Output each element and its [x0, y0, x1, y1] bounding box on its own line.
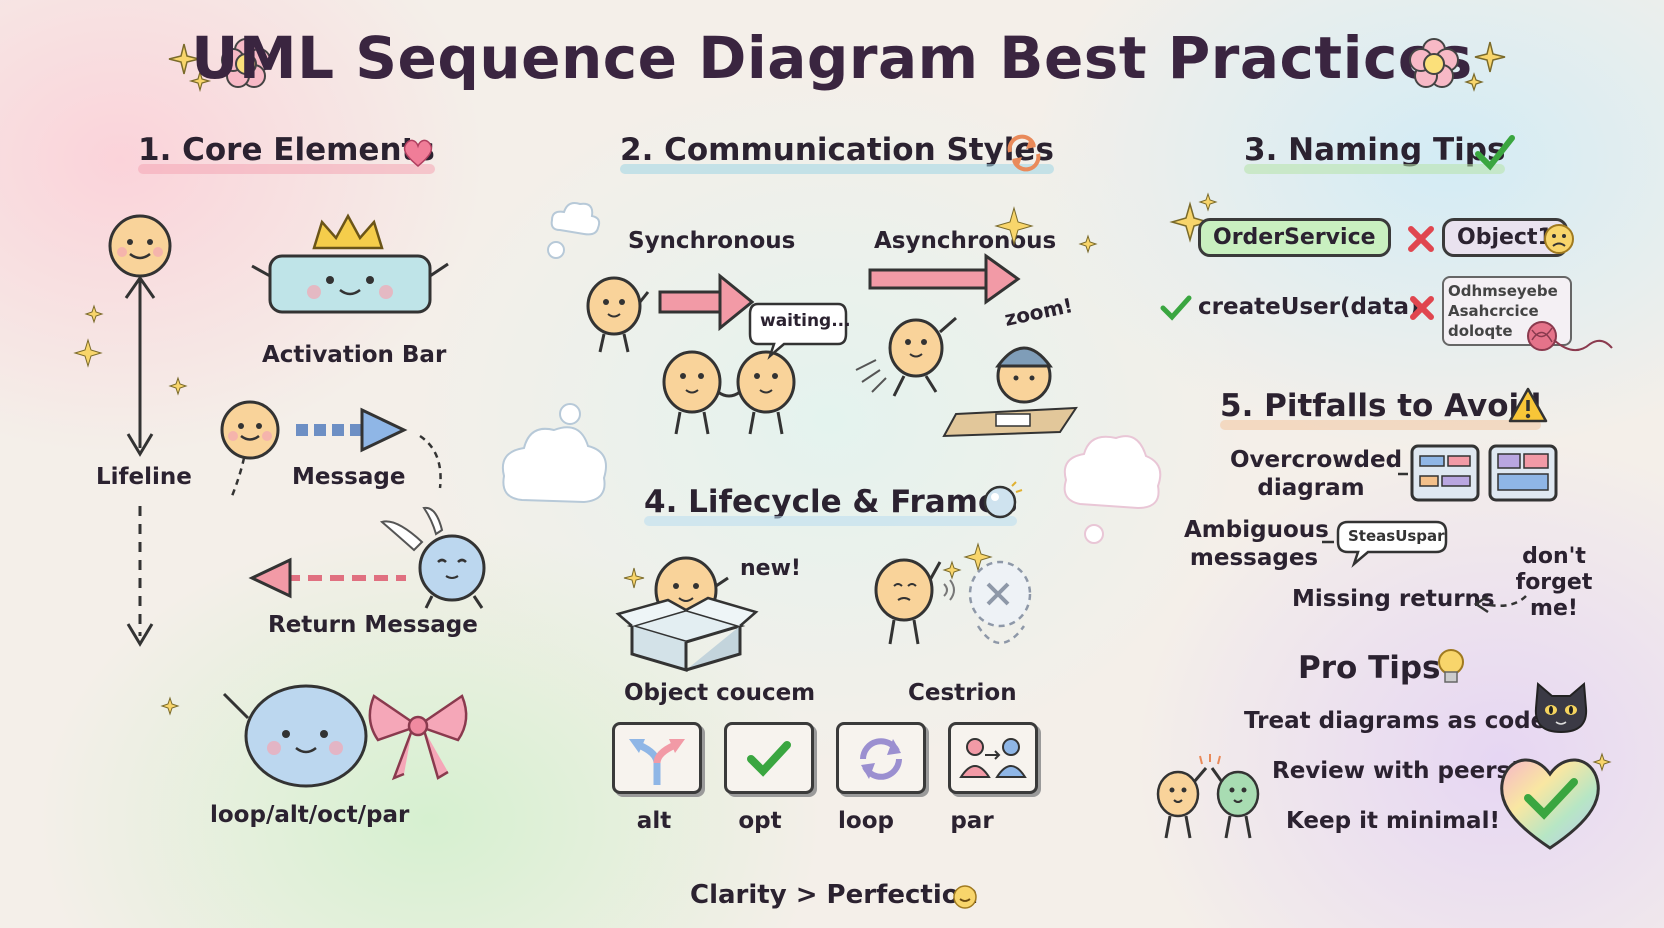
object-creation-label: Object coucem [624, 680, 816, 706]
section-pro-tips-heading: Pro Tips [1298, 650, 1441, 686]
new-label: new! [740, 556, 801, 581]
warning-icon [1508, 387, 1548, 423]
bow-icon [368, 694, 468, 781]
section-pitfalls-heading: 5. Pitfalls to Avoid [1220, 388, 1542, 430]
lightbulb-icon [1438, 649, 1464, 683]
frame-alt [612, 722, 702, 794]
frames-row [612, 722, 1038, 794]
footer-text: Clarity > Perfection [690, 880, 979, 910]
cycle-arrows-icon [1007, 134, 1041, 172]
dont-forget-label: don't forget me! [1515, 544, 1593, 621]
activation-bar-label: Activation Bar [262, 342, 447, 368]
checkmark-icon [747, 741, 791, 777]
tip-review-with-peers: Review with peers! [1272, 758, 1521, 784]
crystal-ball-icon [983, 481, 1023, 519]
cross-icon [1408, 226, 1434, 252]
heart-icon [403, 139, 433, 167]
tip-treat-as-code: Treat diagrams as code! [1244, 708, 1557, 734]
ambiguous-bubble [1322, 520, 1448, 568]
synchronous-illustration [586, 272, 796, 435]
title-sparkle-left-icon [168, 38, 271, 93]
synchronous-label: Synchronous [628, 228, 796, 254]
asynchronous-label: Asynchronous [874, 228, 1057, 254]
rainbow-heart-icon [1500, 752, 1612, 850]
return-message-label: Return Message [268, 612, 478, 638]
object-creation-illustration [615, 556, 759, 673]
frame-loop-label: loop [838, 808, 894, 834]
lifeline-label: Lifeline [96, 464, 192, 490]
cross-icon [1410, 296, 1434, 320]
waiting-text: waiting... [760, 311, 851, 331]
dashed-return-arrow [1473, 594, 1527, 614]
section-naming-heading: 3. Naming Tips [1244, 132, 1506, 174]
tangled-yarn-icon [1527, 321, 1613, 351]
frame-par-label: par [950, 808, 994, 834]
cloud-icon [1063, 435, 1162, 544]
crown-icon [312, 213, 384, 250]
high-five-illustration [1156, 754, 1260, 839]
fragments-label: loop/alt/oct/par [210, 802, 410, 828]
object-destruction-illustration [874, 542, 1032, 645]
frame-par [948, 722, 1038, 794]
title-flower-right-icon [1409, 38, 1506, 92]
frame-alt-label: alt [636, 808, 672, 834]
section-lifecycle-heading: 4. Lifecycle & Frames [644, 484, 1018, 526]
message-illustration [220, 400, 442, 497]
asynchronous-illustration [855, 206, 1098, 438]
smile-icon [953, 885, 977, 909]
return-message-illustration [248, 506, 486, 609]
missing-returns-label: Missing returns [1292, 586, 1495, 612]
branch-arrows-icon [629, 739, 685, 785]
section-core-heading: 1. Core Elements [138, 132, 435, 174]
people-icon [959, 738, 1027, 778]
checkmark-icon [1160, 295, 1192, 321]
section-communication-heading: 2. Communication Styles [620, 132, 1054, 174]
tip-keep-minimal: Keep it minimal! [1286, 808, 1500, 834]
checkmark-icon [1475, 135, 1515, 171]
ambiguous-bubble-text: SteasUspar [1348, 527, 1445, 545]
fragment-blob-illustration [160, 684, 468, 788]
sparkle-icon [1169, 192, 1218, 243]
waiting-bubble [748, 302, 848, 360]
lifeline-diagram [73, 214, 188, 647]
cat-icon [1534, 681, 1588, 734]
overcrowded-diagram-illustration [1398, 444, 1558, 502]
bad-object-name: Object1 [1442, 218, 1568, 257]
overcrowded-label: Overcrowded diagram [1230, 447, 1403, 501]
good-object-name: OrderService [1198, 218, 1391, 257]
cloud-icon [502, 403, 607, 504]
frame-loop [836, 722, 926, 794]
activation-bar-illustration [251, 213, 449, 314]
ambiguous-label: Ambiguous messages [1184, 517, 1329, 571]
sad-face-icon [1544, 224, 1574, 254]
frame-opt-label: opt [738, 808, 782, 834]
good-message-name: createUser(data) [1198, 294, 1420, 320]
object-destruction-label: Cestrion [908, 680, 1017, 706]
loop-arrows-icon [860, 738, 902, 780]
page-title: UML Sequence Diagram Best Practices [191, 24, 1473, 92]
message-label: Message [292, 464, 406, 490]
frame-opt [724, 722, 814, 794]
cloud-icon [547, 202, 601, 259]
